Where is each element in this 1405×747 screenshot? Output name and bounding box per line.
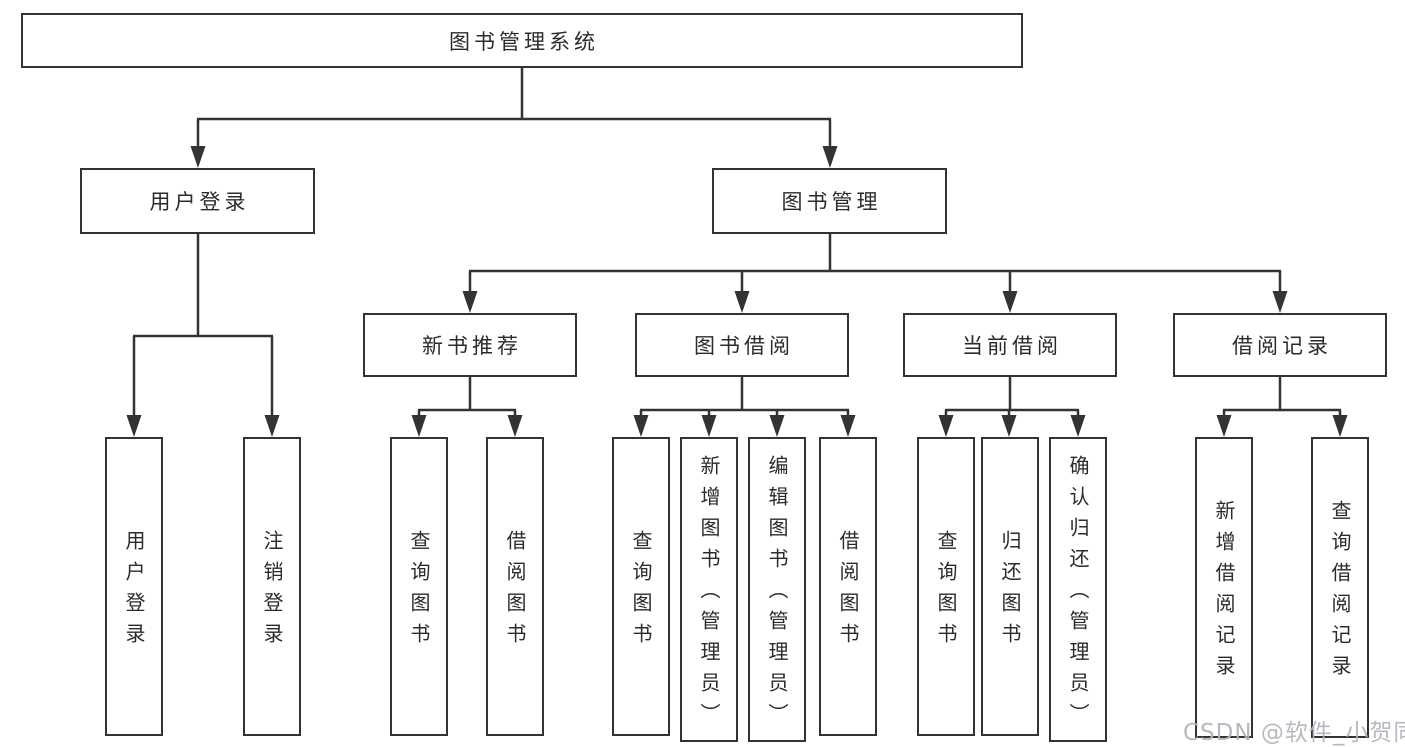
leaf-borrowing-query-books: 查询图书 (612, 437, 670, 736)
node-root: 图书管理系统 (21, 13, 1023, 68)
node-borrowing-records: 借阅记录 (1173, 313, 1387, 377)
leaf-edit-books-admin-label: 编辑图书（管理员） (765, 455, 789, 734)
csdn-watermark: CSDN @软件_小贺同学 (1183, 720, 1405, 746)
node-new-book-recommend-label: 新书推荐 (422, 334, 522, 358)
leaf-confirm-return-admin: 确认归还（管理员） (1049, 437, 1107, 742)
node-current-borrowing-label: 当前借阅 (962, 334, 1062, 358)
leaf-recommend-query-books: 查询图书 (390, 437, 448, 736)
leaf-logout: 注销登录 (243, 437, 301, 736)
leaf-add-books-admin-label: 新增图书（管理员） (697, 455, 721, 734)
leaf-confirm-return-admin-label: 确认归还（管理员） (1066, 455, 1090, 734)
leaf-borrowing-borrow-books: 借阅图书 (819, 437, 877, 736)
leaf-add-borrow-record-label: 新增借阅记录 (1212, 499, 1236, 686)
leaf-edit-books-admin: 编辑图书（管理员） (748, 437, 806, 742)
leaf-query-borrow-record: 查询借阅记录 (1311, 437, 1369, 738)
leaf-logout-label: 注销登录 (260, 529, 284, 654)
node-new-book-recommend: 新书推荐 (363, 313, 577, 377)
leaf-return-books-label: 归还图书 (998, 529, 1022, 654)
leaf-borrowing-query-books-label: 查询图书 (629, 529, 653, 654)
node-book-management-label: 图书管理 (781, 190, 882, 214)
leaf-user-login-label: 用户登录 (122, 529, 146, 654)
node-book-borrowing-label: 图书借阅 (694, 334, 794, 358)
leaf-recommend-borrow-books-label: 借阅图书 (503, 529, 527, 654)
leaf-return-books: 归还图书 (981, 437, 1039, 736)
leaf-recommend-query-books-label: 查询图书 (407, 529, 431, 654)
leaf-query-borrow-record-label: 查询借阅记录 (1328, 499, 1352, 686)
leaf-add-books-admin: 新增图书（管理员） (680, 437, 738, 742)
node-borrowing-records-label: 借阅记录 (1232, 334, 1332, 358)
leaf-user-login: 用户登录 (105, 437, 163, 736)
node-current-borrowing: 当前借阅 (903, 313, 1117, 377)
leaf-borrowing-borrow-books-label: 借阅图书 (836, 529, 860, 654)
leaf-current-query-books: 查询图书 (917, 437, 975, 736)
node-user-login: 用户登录 (80, 168, 315, 234)
leaf-recommend-borrow-books: 借阅图书 (486, 437, 544, 736)
node-book-management: 图书管理 (712, 168, 947, 234)
node-user-login-label: 用户登录 (149, 190, 250, 214)
node-root-label: 图书管理系统 (449, 29, 599, 54)
leaf-current-query-books-label: 查询图书 (934, 529, 958, 654)
node-book-borrowing: 图书借阅 (635, 313, 849, 377)
leaf-add-borrow-record: 新增借阅记录 (1195, 437, 1253, 738)
